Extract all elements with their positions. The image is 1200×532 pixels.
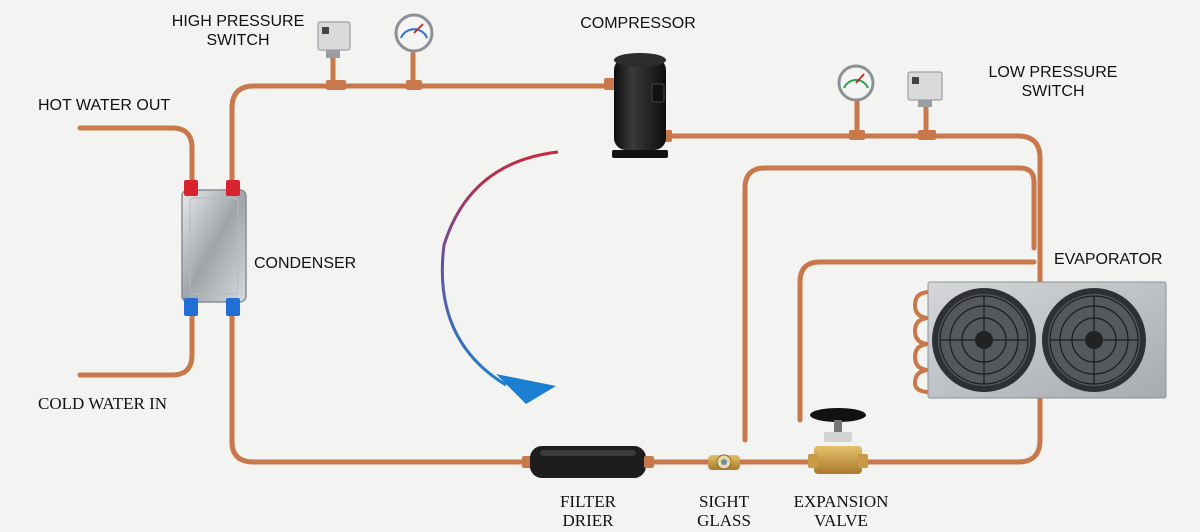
label-line: SIGHT: [698, 492, 750, 511]
label-high-pressure-switch: HIGH PRESSURE SWITCH: [170, 12, 306, 50]
label-evaporator: EVAPORATOR: [1054, 251, 1163, 268]
hot-water-out-pipe: [77, 125, 195, 188]
liquid-line: [229, 302, 531, 465]
label-line: FILTER: [559, 492, 617, 511]
pressure-gauge-icon-right: [837, 64, 875, 140]
evaporator-coil-bends: [912, 290, 931, 394]
high-pressure-switch-icon: [317, 21, 351, 90]
sight-glass-icon: [708, 454, 740, 470]
label-cold-water-in: COLD WATER IN: [38, 394, 168, 413]
cold-water-in-pipe: [77, 302, 195, 378]
copper-piping: [77, 51, 1043, 465]
label-low-pressure-switch: LOW PRESSURE SWITCH: [982, 63, 1124, 101]
label-line: HIGH PRESSURE: [171, 13, 305, 30]
label-condenser: CONDENSER: [254, 255, 357, 272]
label-line: GLASS: [697, 511, 751, 530]
fan-icon-right: [1042, 288, 1146, 392]
label-compressor: COMPRESSOR: [580, 15, 696, 32]
label-line: SWITCH: [1021, 83, 1085, 100]
label-filter-drier: FILTER DRIER: [548, 492, 628, 530]
evaporator-fan-unit-icon: [927, 281, 1167, 399]
compressor-icon: [604, 53, 672, 158]
discharge-line: [229, 83, 615, 188]
filter-drier-icon: [522, 446, 654, 478]
label-line: EXPANSION: [793, 492, 889, 511]
fan-icon-left: [932, 288, 1036, 392]
flow-direction-arrow-icon: [440, 150, 559, 404]
label-sight-glass: SIGHT GLASS: [688, 492, 760, 530]
evaporator-loop-inner: [797, 259, 1037, 423]
label-line: SWITCH: [206, 32, 270, 49]
label-line: VALVE: [814, 511, 868, 530]
evaporator-loop-outer: [742, 165, 1037, 443]
expansion-valve-icon: [808, 408, 868, 474]
label-line: LOW PRESSURE: [988, 64, 1118, 81]
low-pressure-switch-icon: [907, 71, 943, 140]
label-line: DRIER: [562, 511, 614, 530]
label-expansion-valve: EXPANSION VALVE: [786, 492, 896, 530]
pressure-gauge-icon-left: [394, 13, 434, 90]
condenser-icon: [181, 180, 247, 316]
label-hot-water-out: HOT WATER OUT: [38, 97, 171, 114]
